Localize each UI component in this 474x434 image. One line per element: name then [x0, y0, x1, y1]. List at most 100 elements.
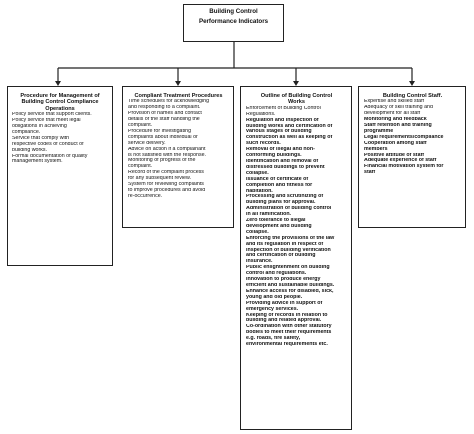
arrowhead-2	[175, 81, 181, 86]
node-text-line: Enhance access for disabled, sick,	[246, 288, 334, 294]
node-text-line: management system.	[12, 159, 63, 165]
node-text-line: in all ramification.	[246, 212, 292, 218]
node-text-line: development for all staff	[364, 111, 421, 117]
node-text-line: Public enlightenment on building	[246, 265, 330, 271]
node-text-line: Removal of illegal and non-	[246, 147, 315, 153]
node-text-line: Enforcing the provisions of the law	[246, 235, 335, 241]
node-text-line: and its regulation in respect of	[246, 241, 324, 247]
node-text-line: conforming buildings.	[246, 153, 302, 159]
node-text-line: Providing advice in support of	[246, 300, 323, 306]
node-text-line: Monitoring of progress of the	[128, 158, 196, 164]
node-text-line: control and regulations.	[246, 271, 307, 277]
node-title-line: Outline of Building Control	[260, 93, 333, 99]
node-text-line: is not satisfied with the response.	[128, 152, 207, 158]
arrowhead-4	[409, 81, 415, 86]
node-text-line: Staff retention and training	[364, 123, 432, 129]
node-text-line: staff	[364, 170, 376, 176]
arrowhead-3	[293, 81, 299, 86]
node-text-line: young and old people.	[246, 294, 303, 300]
node-text-line: Positive attitude of staff	[364, 152, 425, 158]
node-text-line: Monitoring and feedback	[364, 117, 427, 123]
root-title-line: Performance Indicators	[198, 18, 269, 25]
node-text-line: building and related approval.	[246, 318, 322, 324]
node-text-line: Legal requirements/compliance	[364, 134, 444, 140]
node-text-line: complaints about individual or	[128, 134, 198, 140]
node-text-line: complaint.	[128, 123, 153, 129]
node-text-line: habitation.	[246, 188, 273, 194]
node-title-line: Procedure for Management of	[20, 93, 100, 99]
node-building-control-staff: Building Control Staff. Expertise and sk…	[358, 86, 466, 228]
node-text-line: Administration of building control	[246, 206, 332, 212]
node-text-line: completion and fitness for	[246, 182, 313, 188]
node-text-line: for any subsequent review.	[128, 176, 192, 182]
arrowhead-1	[55, 81, 61, 86]
node-text-line: details of the staff handling the	[128, 117, 200, 123]
node-text-line: Enforcement of Building Control	[246, 105, 321, 111]
node-text-line: and certification of building	[246, 253, 316, 259]
node-text-line: Provision of names and contact	[128, 111, 202, 117]
node-text-line: Cooperation among staff	[364, 140, 427, 146]
node-text-line: building plans for approval.	[246, 200, 316, 206]
node-text-line: construction as well as keeping of	[246, 135, 333, 141]
node-text-line: Advice on action if a complainant	[128, 146, 206, 152]
node-text-line: Zero tolerance to illegal	[246, 218, 306, 224]
node-text-line: collapse.	[246, 229, 269, 235]
node-text-line: Keeping of records in relation to	[246, 312, 328, 318]
node-text-line: programme	[364, 128, 394, 134]
node-text-line: Issuance of certificate of	[246, 176, 309, 182]
node-text-line: bodies to meet their requirements	[246, 330, 332, 336]
node-text-line: members	[364, 146, 388, 152]
node-text-line: re-occurrence.	[128, 193, 163, 199]
node-text-line: System for reviewing complaints	[128, 182, 204, 188]
node-title-line: Works	[288, 99, 305, 106]
node-text-line: Procedure for investigating	[128, 128, 192, 134]
node-text-line: e.g. roads, fire safety,	[246, 336, 301, 342]
node-text-line: various stages of building	[246, 129, 312, 135]
node-text-line: complaint.	[128, 164, 153, 170]
node-compliance-operations: Procedure for Management of Building Con…	[7, 86, 113, 266]
node-text-line: compliance.	[12, 129, 41, 135]
node-text-line: Formal documentation of quality	[12, 153, 88, 159]
node-text-line: building works.	[12, 147, 48, 153]
node-title-line: Building Control Staff.	[382, 93, 443, 99]
node-text-line: such records.	[246, 141, 281, 147]
node-text-line: Processing and scrutinizing of	[246, 194, 324, 200]
node-text-line: Financial motivation system for	[364, 164, 444, 170]
node-text-line: and responding to a complaint.	[128, 105, 201, 111]
node-text-line: inspection of building verification	[246, 247, 331, 253]
node-title-line: Compliant Treatment Procedures	[134, 93, 223, 99]
node-text-line: service delivery.	[128, 140, 166, 146]
node-text-line: Service that comply with	[12, 135, 70, 141]
node-text-line: to improve procedures and avoid	[128, 188, 206, 193]
node-text-line: collapse.	[246, 170, 269, 176]
node-title-line: Operations	[45, 105, 75, 112]
node-text-line: Time schedules for acknowledging	[128, 99, 210, 105]
node-text-line: building works and certification of	[246, 123, 333, 129]
node-text-line: insurance.	[246, 259, 273, 265]
node-text-line: Regulation and inspection of	[246, 117, 319, 123]
node-text-line: development and building	[246, 223, 312, 229]
node-text-line: Adequate experience of staff	[364, 158, 437, 164]
node-text-line: obligations in achieving	[12, 124, 67, 130]
node-text-line: Co-ordination with other statutory	[246, 324, 332, 330]
node-text-line: Policy service that meet legal	[12, 118, 81, 124]
node-text-line: efficient and sustainable buildings.	[246, 283, 335, 288]
node-text-line: respective codes of conduct of	[12, 141, 84, 147]
node-text-line: emergency services.	[246, 306, 299, 312]
root-title-line: Building Control	[209, 8, 258, 15]
node-text-line: Identification and removal of	[246, 158, 319, 164]
node-text-line: Regulations.	[246, 111, 276, 117]
node-building-control-works: Outline of Building Control Works Enforc…	[240, 86, 352, 430]
node-title-line: Building Control Compliance	[21, 99, 99, 106]
node-text-line: distressed buildings to prevent	[246, 164, 325, 170]
node-text-line: Policy service that support clients.	[12, 112, 92, 118]
node-complaint-procedures: Compliant Treatment Procedures Time sche…	[122, 86, 234, 228]
root-node: Building Control Performance Indicators	[183, 4, 284, 42]
node-text-line: Record of the complaint process	[128, 170, 204, 176]
node-text-line: Adequacy of skill training and	[364, 105, 433, 111]
node-text-line: Innovation to produce energy	[246, 277, 321, 283]
node-text-line: environmental requirements etc.	[246, 342, 328, 348]
